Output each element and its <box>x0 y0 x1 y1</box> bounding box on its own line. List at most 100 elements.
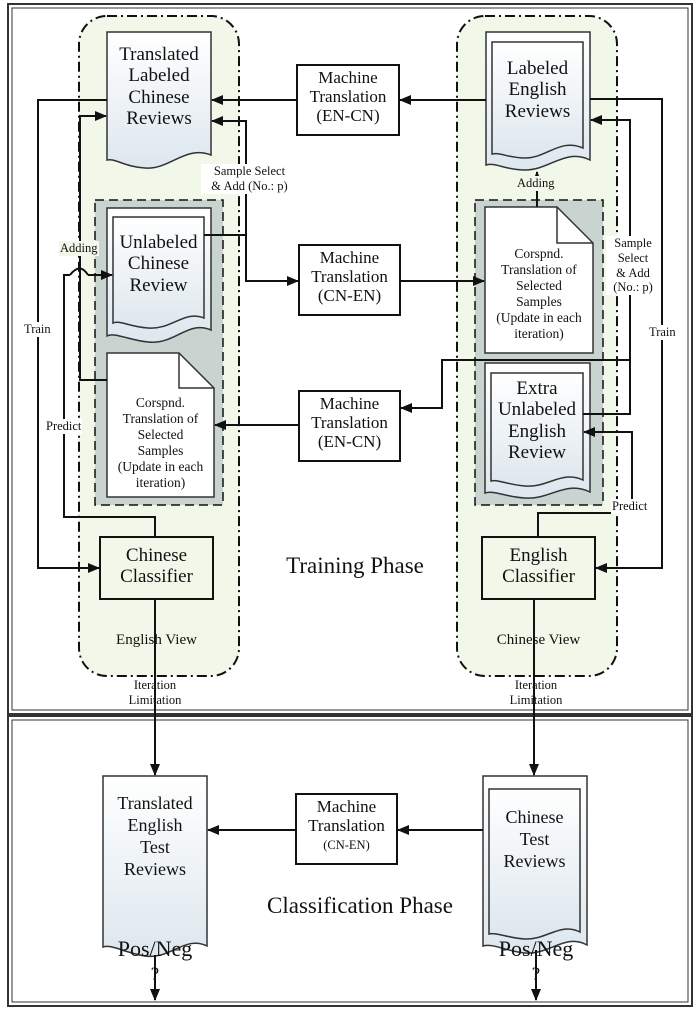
unlabeled-chinese-doc-inner <box>112 216 205 329</box>
translated-labeled-chinese-label: Translated Labeled Chinese Reviews <box>107 44 211 129</box>
translated-english-test-label: Translated English Test Reviews <box>103 793 207 881</box>
text-line: Select <box>617 250 649 265</box>
english-view-label: English View <box>116 632 197 648</box>
predict-right-label: Predict <box>611 499 649 514</box>
mt-direction: (CN-EN) <box>317 286 382 306</box>
text-line: (Update in each <box>117 458 204 474</box>
mt-low-label: Machine Translation (EN-CN) <box>299 394 400 451</box>
text-line: Limitation <box>128 692 182 707</box>
text-line: Machine <box>319 394 380 413</box>
translated-english-test-doc <box>102 775 208 958</box>
edge-sample-select-left <box>204 234 299 286</box>
text-line: Machine <box>316 797 377 816</box>
text-line: Pos/Neg <box>117 936 193 961</box>
text-line: Reviews <box>504 100 571 122</box>
text-line: (No.: p) <box>613 280 653 295</box>
text-line: Sample Select <box>213 164 286 178</box>
edge-predict-left <box>63 274 156 537</box>
text-line: English <box>508 79 567 101</box>
extra-unlabeled-english-doc-inner <box>490 372 584 487</box>
text-line: Test <box>519 828 550 849</box>
text-line: Translation <box>311 267 388 287</box>
adding-right-label: Adding <box>516 176 556 191</box>
right-corspnd-label: Corspnd. Translation of Selected Samples… <box>485 246 593 342</box>
text-line: Selected <box>137 426 184 442</box>
left-fold-corner <box>178 353 214 389</box>
text-line: Translation <box>309 87 387 107</box>
text-line: Samples <box>137 442 184 458</box>
text-line: Translated <box>117 793 193 813</box>
labeled-english-label: Labeled English Reviews <box>492 58 583 122</box>
mt-box-en-cn-top[interactable] <box>296 64 400 136</box>
labeled-english-doc-inner <box>491 41 584 159</box>
mt-direction: (CN-EN) <box>323 838 370 853</box>
mt-direction: (EN-CN) <box>316 106 380 126</box>
iteration-left-label: Iteration Limitation <box>122 678 188 708</box>
text-line: & Add (No.: p) <box>211 178 288 193</box>
classification-phase-frame <box>7 715 693 1007</box>
sample-select-left-label: Sample Select & Add (No.: p) <box>201 164 298 194</box>
sample-select-right-label: Sample Select & Add (No.: p) <box>606 236 660 295</box>
text-line: Review <box>129 274 188 296</box>
text-line: ? <box>531 963 541 985</box>
left-corspnd-label: Corspnd. Translation of Selected Samples… <box>107 395 214 491</box>
classification-phase-title: Classification Phase <box>267 893 453 918</box>
edge-sample-select-left-up <box>211 116 247 235</box>
unlabeled-chinese-label: Unlabeled Chinese Review <box>113 232 204 296</box>
text-line: Translation <box>308 816 385 836</box>
translated-labeled-chinese-doc <box>106 31 212 169</box>
adding-left-label: Adding <box>59 241 99 256</box>
mt-direction: (EN-CN) <box>317 432 382 452</box>
text-line: Translated <box>119 44 199 65</box>
text-line: Pos/Neg <box>498 936 574 961</box>
text-line: Sample <box>614 236 652 250</box>
mt-box-cn-en-mid[interactable] <box>298 244 401 316</box>
right-output-label: Pos/Neg ? <box>486 935 586 986</box>
text-line: Unlabeled <box>119 232 198 253</box>
train-right-label: Train <box>648 325 677 340</box>
english-classifier-label: English Classifier <box>482 545 595 588</box>
mt-box-en-cn-low[interactable] <box>298 390 401 462</box>
text-line: Translation of <box>122 410 199 426</box>
text-line: iteration) <box>135 474 186 490</box>
text-line: English <box>509 545 568 566</box>
text-line: Chinese <box>125 545 188 566</box>
text-line: Limitation <box>509 692 563 707</box>
text-line: ? <box>150 963 160 985</box>
text-line: Reviews <box>503 850 566 871</box>
text-line: Unlabeled <box>497 399 577 421</box>
text-line: Corspnd. <box>514 246 564 261</box>
text-line: Classifier <box>502 566 575 588</box>
text-line: English <box>127 814 183 835</box>
chinese-classifier-box[interactable] <box>99 536 214 600</box>
left-corspnd-translation-doc <box>106 352 215 498</box>
chinese-classifier-label: Chinese Classifier <box>100 545 213 588</box>
text-line: Corspnd. <box>135 395 186 410</box>
text-line: Chinese <box>505 807 564 827</box>
mt-mid-label: Machine Translation (CN-EN) <box>299 248 400 305</box>
mt-class-label: Machine Translation (CN-EN) <box>296 797 397 853</box>
english-classifier-box[interactable] <box>481 536 596 600</box>
left-output-label: Pos/Neg ? <box>105 935 205 986</box>
text-line: Machine <box>318 68 378 87</box>
text-line: Machine <box>319 248 380 267</box>
text-line: Chinese <box>128 86 190 108</box>
text-line: Chinese <box>127 253 190 275</box>
text-line: & Add <box>616 265 650 280</box>
mt-box-cn-en-class[interactable] <box>295 793 398 865</box>
chinese-test-doc-inner <box>488 788 581 940</box>
text-line: Selected <box>516 277 562 293</box>
text-line: Iteration <box>514 678 558 692</box>
extra-unlabeled-english-label: Extra Unlabeled English Review <box>491 378 583 463</box>
chinese-test-label: Chinese Test Reviews <box>489 807 580 873</box>
training-phase-frame <box>7 3 693 715</box>
text-line: Labeled <box>128 65 190 87</box>
text-line: English <box>507 420 567 442</box>
edge-sample-select-right <box>400 359 631 415</box>
chinese-view-label: Chinese View <box>496 632 581 648</box>
right-fold-corner <box>556 207 593 244</box>
train-left-label: Train <box>23 322 52 337</box>
text-line: Translation of <box>501 261 577 277</box>
text-line: Iteration <box>133 678 177 692</box>
